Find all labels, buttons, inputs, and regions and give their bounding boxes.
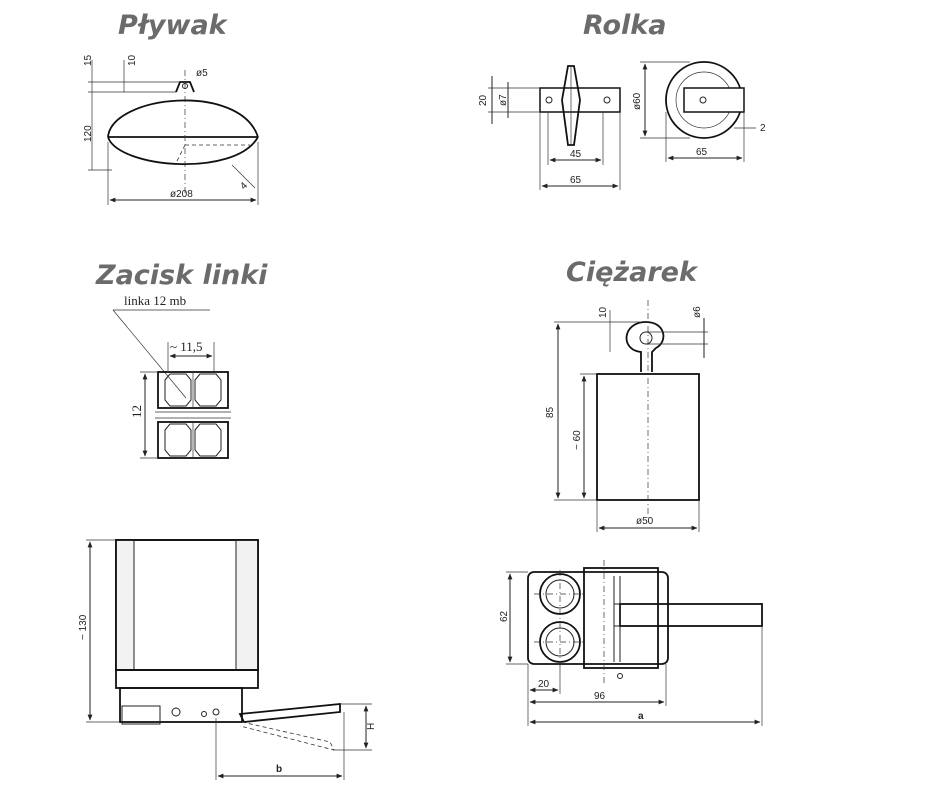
rolka-dim-65b: 65	[696, 147, 708, 158]
switch-cable-gland	[121, 705, 161, 725]
switch-dim-130: ~ 130	[78, 614, 89, 640]
plywak-dim-d5: ø5	[196, 68, 208, 79]
switch-top-cover	[583, 567, 659, 669]
ciezarek-dim-60: ~ 60	[572, 430, 583, 450]
ciezarek-dim-d50: ø50	[636, 516, 654, 527]
zacisk-drawing: Zacisk linki linka 12 mb ~ 11,5 12	[95, 260, 268, 459]
rolka-bracket	[683, 87, 745, 113]
switch-top-housing	[527, 571, 669, 665]
rolka-dim-d7: ø7	[498, 94, 509, 106]
plywak-dim-120: 120	[83, 125, 94, 142]
rolka-drawing: Rolka 20 ø7 45 65 ø60 65 2	[478, 10, 766, 190]
switch-dim-b: b	[276, 764, 282, 775]
plywak-dim-d208: ø208	[170, 189, 193, 200]
switch-dim-a: a	[638, 711, 644, 722]
ciezarek-hook	[625, 321, 665, 372]
zacisk-title: Zacisk linki	[95, 260, 268, 291]
zacisk-dim-12: 12	[129, 405, 144, 418]
ciezarek-drawing: Ciężarek 85 ~ 60 10 ø6 ø50	[545, 257, 708, 532]
plywak-drawing: Pływak 15 10 120 ø5 ø208 4	[83, 10, 259, 205]
rolka-title: Rolka	[583, 10, 666, 41]
rolka-wheel-side	[561, 65, 581, 146]
plywak-dim-15: 15	[83, 54, 94, 66]
rolka-dim-d60: ø60	[632, 92, 643, 110]
plywak-lug	[175, 81, 195, 93]
plywak-dim-10: 10	[127, 54, 138, 66]
plywak-upper-shell	[107, 99, 259, 138]
plywak-title: Pływak	[118, 10, 229, 41]
switch-dim-H: H	[366, 723, 377, 730]
rolka-dim-2: 2	[760, 123, 766, 134]
switch-lever	[238, 703, 341, 723]
rolka-dim-20: 20	[478, 94, 489, 106]
switch-dim-62: 62	[499, 610, 510, 622]
switch-dim-96: 96	[594, 691, 606, 702]
rolka-dim-65a: 65	[570, 175, 582, 186]
switch-top-shaft	[619, 603, 763, 627]
ciezarek-dim-85: 85	[545, 406, 556, 418]
ciezarek-dim-d6: ø6	[692, 306, 703, 318]
switch-base	[115, 669, 259, 689]
ciezarek-dim-10: 10	[598, 306, 609, 318]
ciezarek-title: Ciężarek	[566, 257, 699, 288]
switch-dim-20: 20	[538, 679, 550, 690]
switch-top-view: 62 20 96 a	[499, 560, 763, 726]
rolka-dim-45: 45	[570, 149, 582, 160]
switch-side-view: ~ 130 b H	[78, 539, 377, 780]
switch-lower-block	[119, 687, 243, 723]
zacisk-dim-115: ~ 11,5	[170, 339, 203, 354]
zacisk-label-linka: linka 12 mb	[124, 293, 186, 308]
plywak-lower-shell	[107, 136, 259, 166]
